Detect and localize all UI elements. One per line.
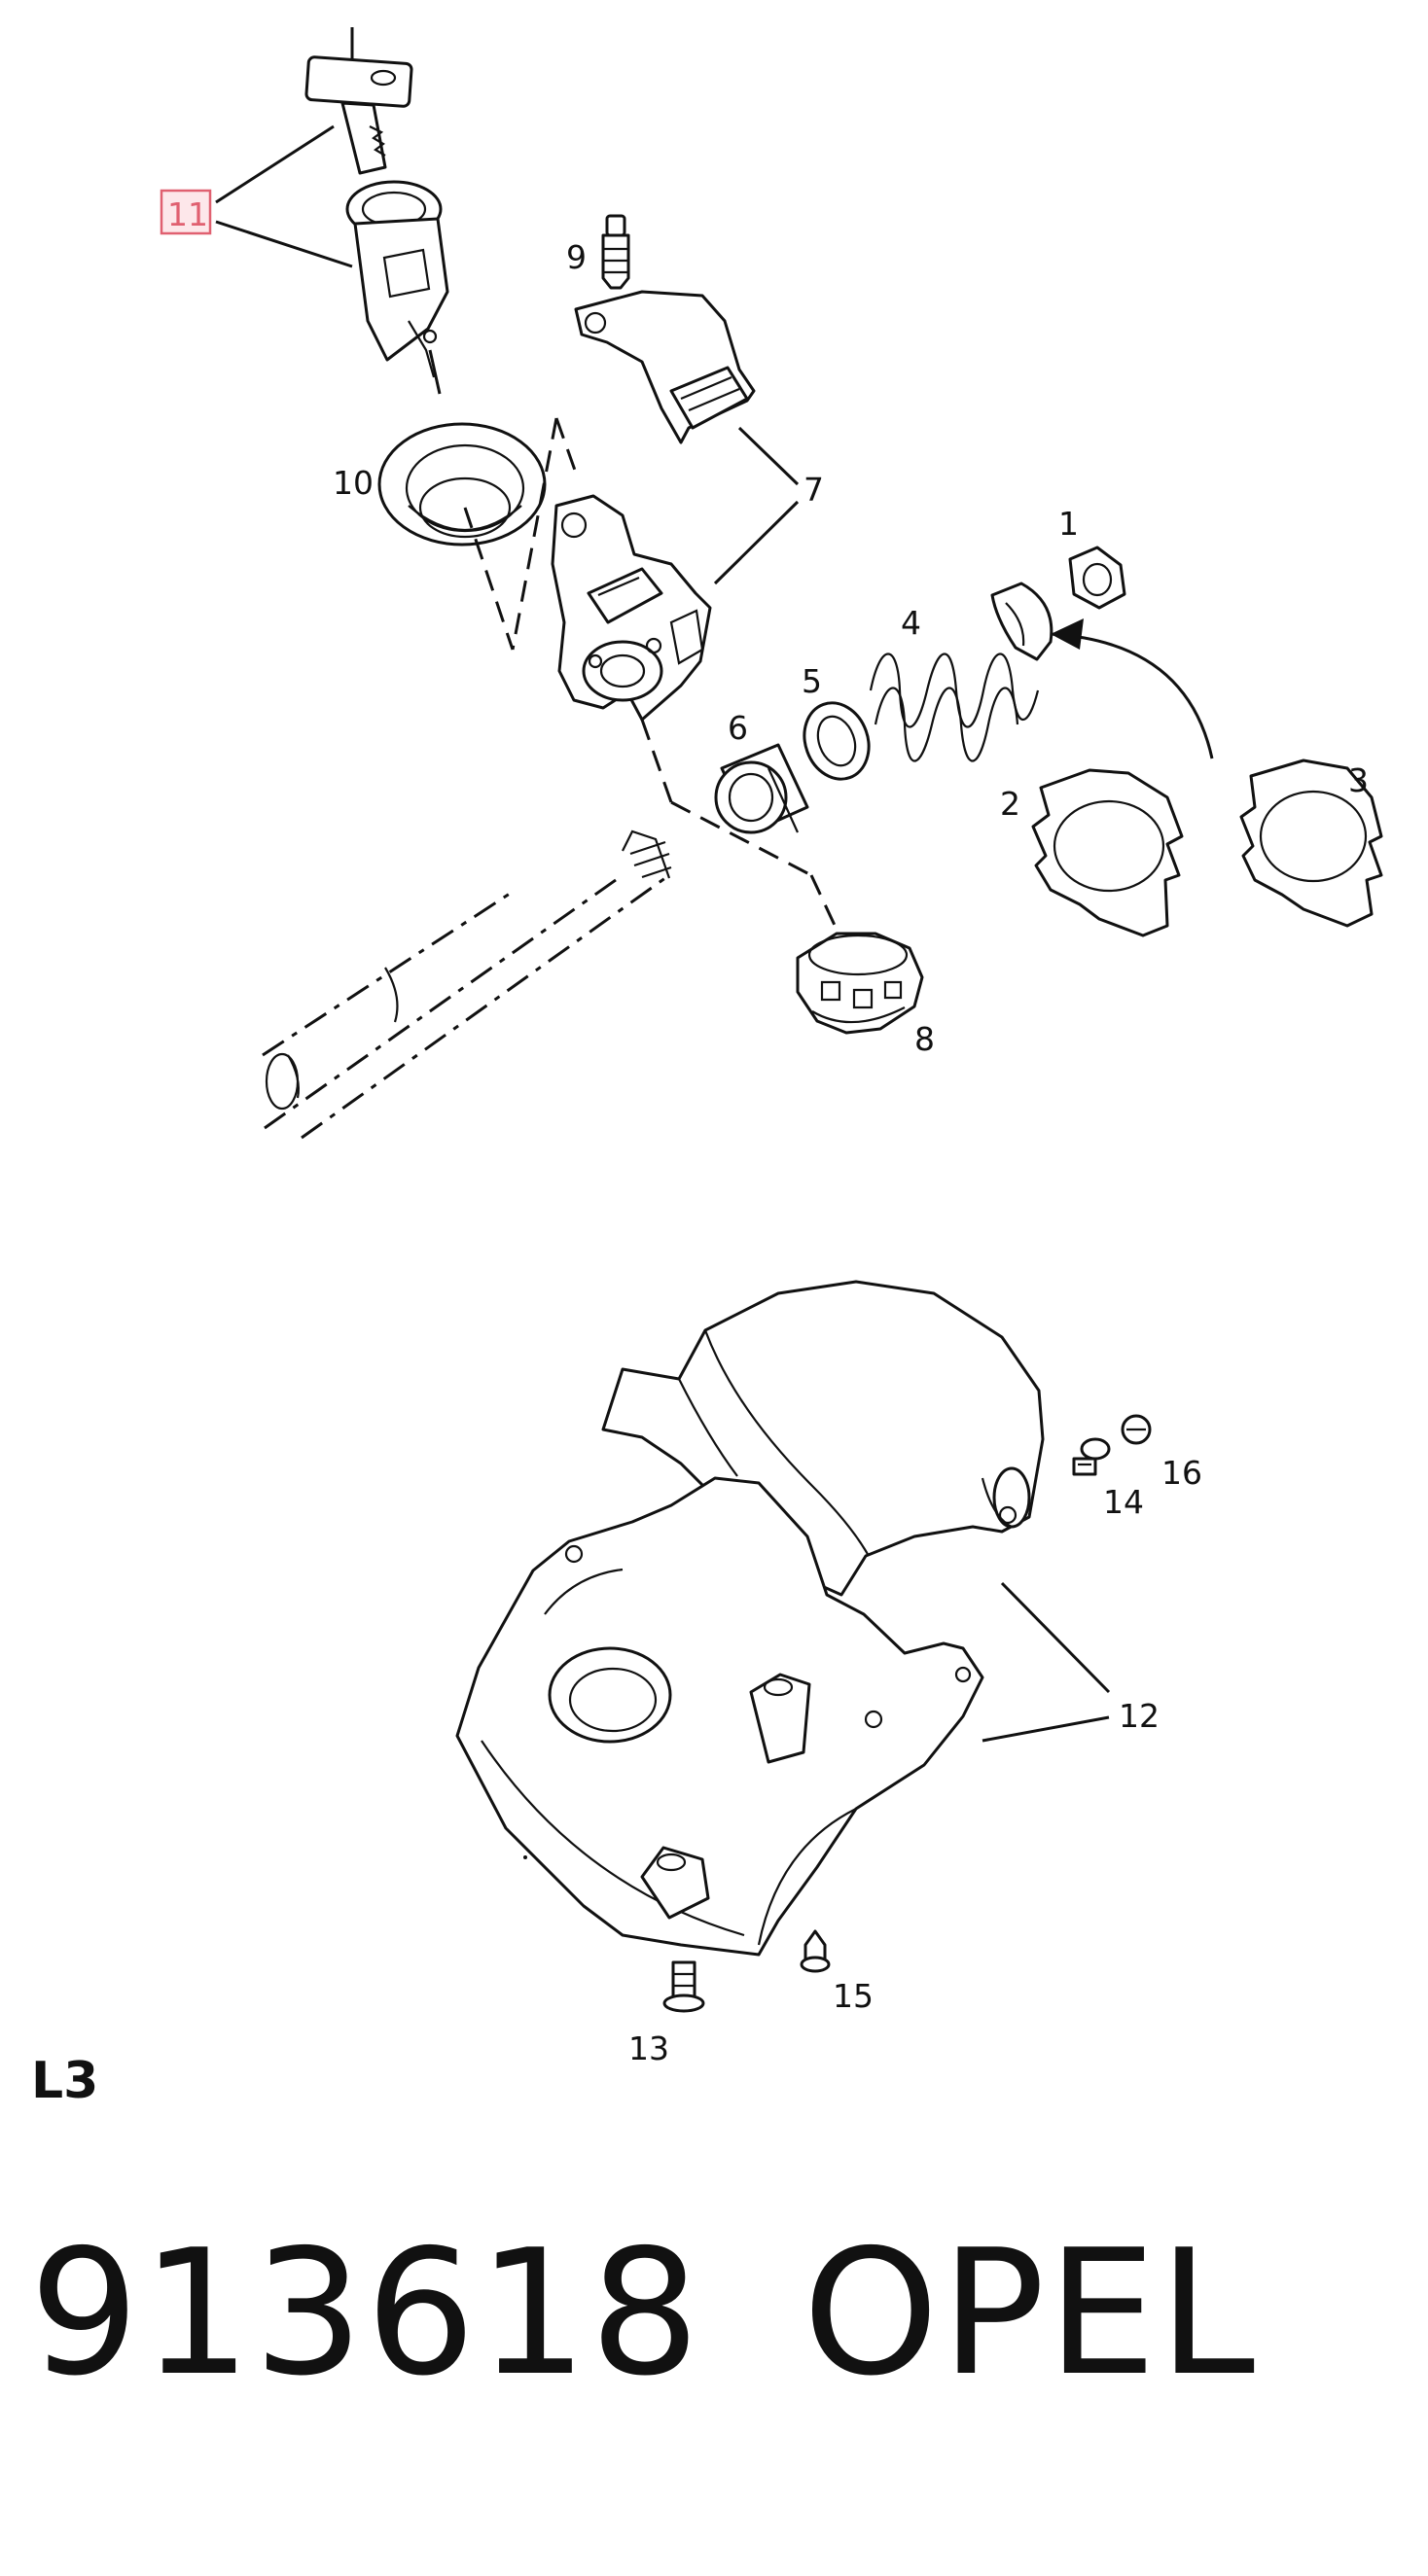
- lock-plate-part-3: [1239, 759, 1383, 928]
- lower-shroud: [455, 1476, 984, 1957]
- ignition-key: [304, 27, 413, 175]
- nut-part-1: [1068, 546, 1126, 610]
- callout-1: 1: [1058, 505, 1079, 543]
- callout-5: 5: [802, 662, 822, 700]
- callout-2: 2: [1000, 785, 1020, 823]
- switch-housing-part-7: [551, 494, 712, 722]
- screw-part-14: [1072, 1437, 1111, 1476]
- callout-12: 12: [1119, 1697, 1160, 1735]
- clip-part-15: [800, 1929, 831, 1973]
- part-number: 913618: [29, 2212, 702, 2414]
- bolt-part-9: [601, 214, 630, 290]
- retainer-clip: [990, 582, 1053, 661]
- lock-cylinder: [345, 180, 449, 395]
- spring-part-4: [869, 653, 1040, 762]
- callout-13: 13: [628, 2029, 669, 2067]
- screw-part-13: [662, 1960, 705, 2013]
- callout-7: 7: [803, 471, 824, 509]
- brand-name: OPEL: [803, 2212, 1258, 2414]
- clip-part-16: [1121, 1414, 1152, 1445]
- callout-11: 11: [167, 195, 208, 233]
- callout-6: 6: [728, 709, 748, 747]
- callout-8: 8: [914, 1020, 935, 1058]
- page-code: L3: [31, 2052, 99, 2110]
- callout-4: 4: [901, 604, 921, 642]
- callout-9: 9: [566, 238, 587, 276]
- callout-10: 10: [333, 464, 374, 502]
- upper-shroud: [601, 1280, 1045, 1597]
- callout-16: 16: [1161, 1454, 1202, 1492]
- bushing-part-6: [714, 743, 809, 834]
- callout-14: 14: [1103, 1483, 1144, 1521]
- steering-shaft: [262, 829, 672, 1140]
- callout-15: 15: [833, 1977, 874, 2015]
- callout-3: 3: [1348, 761, 1369, 799]
- switch-body-part-8: [796, 932, 924, 1035]
- washer-part-5: [803, 701, 871, 781]
- lock-plate-part-2: [1031, 768, 1184, 937]
- clamp-part-7-upper: [574, 290, 756, 444]
- highlight-box: [160, 189, 212, 235]
- ring-part-10: [377, 422, 547, 547]
